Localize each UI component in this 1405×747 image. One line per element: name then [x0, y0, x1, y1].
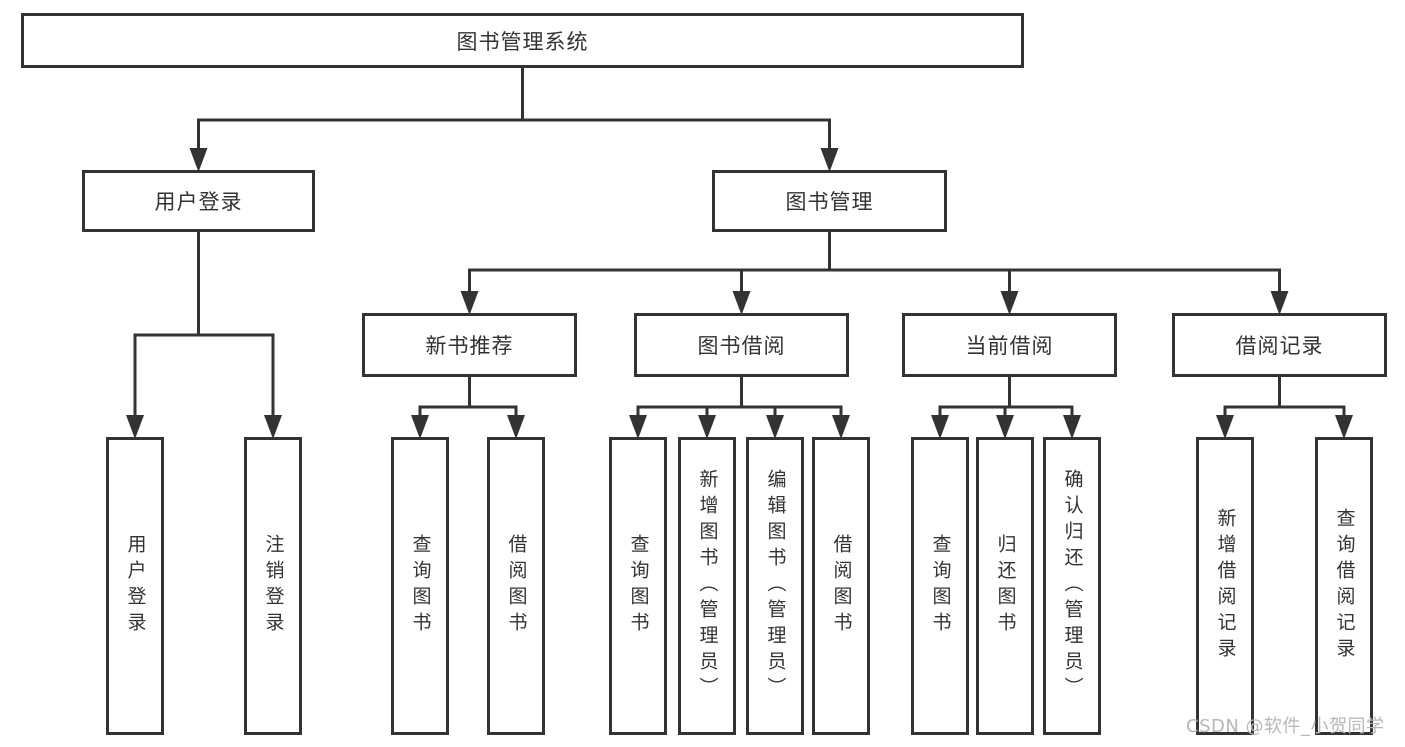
node-book-management: 图书管理: [712, 170, 947, 232]
node-label: 借阅记录: [1235, 334, 1324, 358]
leaf-confirm-return-admin: 确认归还（管理员）: [1043, 437, 1101, 735]
leaf-add-borrow-record: 新增借阅记录: [1196, 437, 1254, 735]
node-user-login: 用户登录: [82, 170, 315, 232]
node-label: 借阅图书: [830, 534, 853, 638]
leaf-user-login: 用户登录: [106, 437, 164, 735]
node-label: 注销登录: [262, 534, 285, 638]
node-label: 查询借阅记录: [1333, 508, 1356, 664]
node-label: 新增图书（管理员）: [696, 469, 719, 703]
node-label: 借阅图书: [505, 534, 528, 638]
node-label: 当前借阅: [965, 334, 1054, 358]
leaf-query-books-current: 查询图书: [911, 437, 969, 735]
watermark: CSDN @软件_小贺同学: [1186, 716, 1385, 737]
leaf-return-books: 归还图书: [976, 437, 1034, 735]
node-new-book-recommend: 新书推荐: [362, 313, 577, 377]
node-label: 新增借阅记录: [1214, 508, 1237, 664]
node-label: 确认归还（管理员）: [1061, 469, 1084, 703]
node-label: 用户登录: [124, 534, 147, 638]
leaf-query-borrow-record: 查询借阅记录: [1315, 437, 1373, 735]
node-label: 用户登录: [154, 190, 243, 214]
node-label: 图书借阅: [697, 334, 786, 358]
node-label: 查询图书: [409, 534, 432, 638]
leaf-logout: 注销登录: [244, 437, 302, 735]
node-current-borrow: 当前借阅: [902, 313, 1117, 377]
leaf-edit-books-admin: 编辑图书（管理员）: [746, 437, 804, 735]
node-label: 归还图书: [994, 534, 1017, 638]
node-label: 编辑图书（管理员）: [764, 469, 787, 703]
leaf-add-books-admin: 新增图书（管理员）: [678, 437, 736, 735]
leaf-borrow-books-recommend: 借阅图书: [487, 437, 545, 735]
node-borrow-records: 借阅记录: [1172, 313, 1387, 377]
node-label: 图书管理系统: [456, 29, 589, 54]
node-label: 新书推荐: [425, 334, 514, 358]
node-label: 查询图书: [929, 534, 952, 638]
leaf-borrow-books: 借阅图书: [812, 437, 870, 735]
leaf-query-books-borrow: 查询图书: [609, 437, 667, 735]
node-label: 图书管理: [785, 190, 874, 214]
node-root: 图书管理系统: [21, 13, 1024, 68]
node-book-borrow: 图书借阅: [634, 313, 849, 377]
node-label: 查询图书: [627, 534, 650, 638]
leaf-query-books-recommend: 查询图书: [391, 437, 449, 735]
